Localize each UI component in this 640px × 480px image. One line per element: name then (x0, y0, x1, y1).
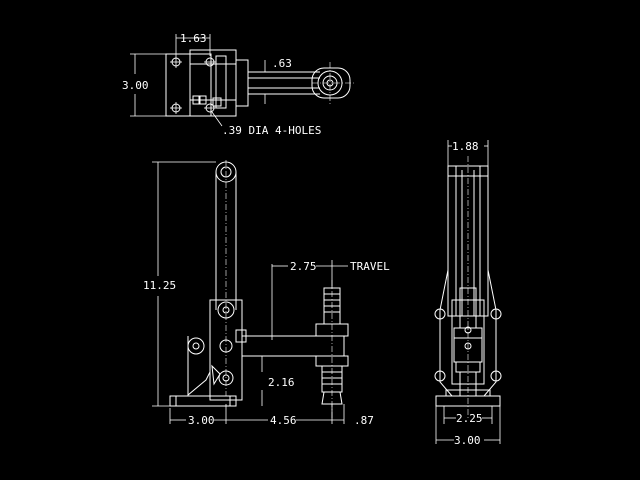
top-dim-height: 3.00 (122, 79, 149, 92)
top-note-holes: .39 DIA 4-HOLES (222, 124, 321, 137)
front-arm (242, 335, 345, 357)
side-handle (447, 156, 489, 420)
front-label-travel: TRAVEL (350, 260, 390, 273)
front-base-plate (169, 395, 237, 407)
front-handle (215, 160, 237, 396)
front-dim-arm: 4.56 (270, 414, 297, 427)
front-dim-base: 3.00 (188, 414, 215, 427)
side-body (434, 269, 502, 397)
top-handle-bar (248, 62, 356, 104)
top-view: 1.63 3.00 .63 .39 DIA 4-HOLES (122, 32, 356, 137)
front-view: 11.25 2.75 TRAVEL 2.16 3.00 4.56 .87 (143, 160, 390, 427)
top-dim-bar: .63 (272, 57, 292, 70)
side-dim-top: 1.88 (452, 140, 479, 153)
side-dimensions (435, 140, 501, 444)
front-spindle (315, 280, 349, 420)
top-mounting-holes (170, 56, 216, 114)
front-dim-pivot: 2.16 (268, 376, 295, 389)
front-dim-travel: 2.75 (290, 260, 317, 273)
top-dim-width: 1.63 (180, 32, 207, 45)
front-dim-tip: .87 (354, 414, 374, 427)
front-body (187, 299, 247, 401)
front-dimensions (152, 161, 348, 424)
front-dim-height: 11.25 (143, 279, 176, 292)
side-view: 1.88 2.25 3.00 (434, 140, 502, 447)
side-dim-base: 3.00 (454, 434, 481, 447)
side-base-plate (435, 389, 501, 407)
side-dim-mid: 2.25 (456, 412, 483, 425)
top-base-plate (165, 53, 212, 117)
top-dimensions (130, 34, 266, 127)
